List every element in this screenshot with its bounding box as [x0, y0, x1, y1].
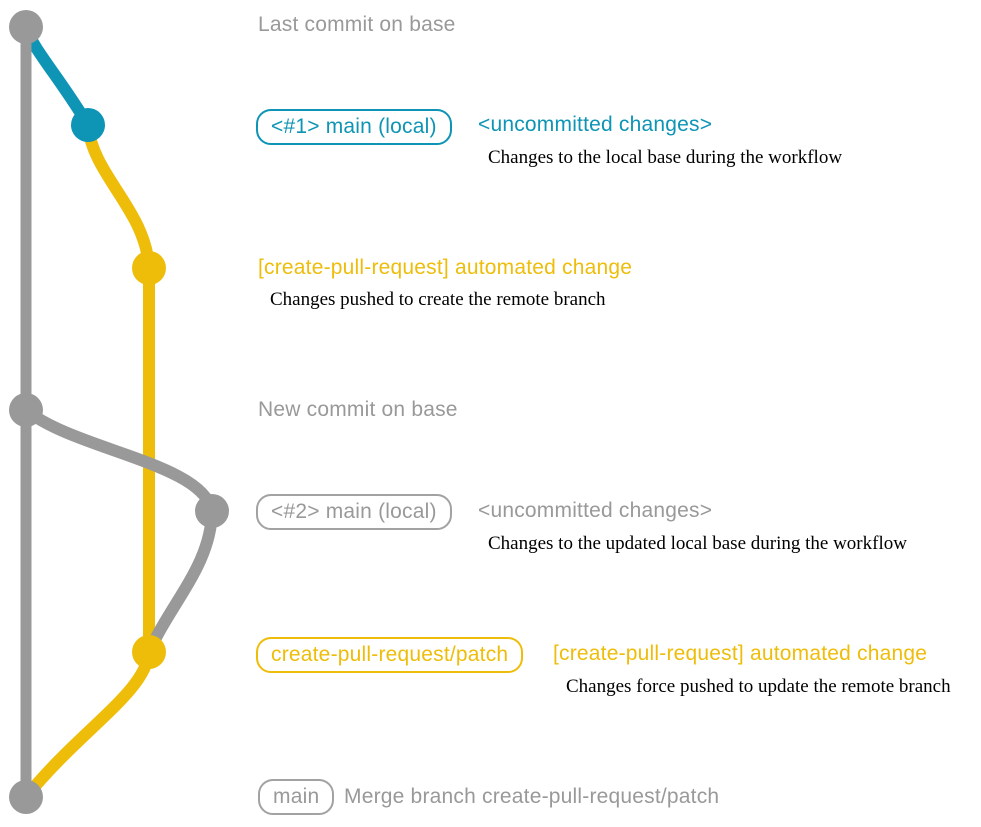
branch-curve-local-2 [20, 404, 218, 517]
commit-label-merge: Merge branch create-pull-request/patch [344, 785, 720, 808]
commit-label-new-base: New commit on base [258, 398, 458, 421]
commit-dot-automated-2 [132, 635, 166, 669]
commit-dot-uncommitted-2 [195, 494, 229, 528]
branch-tag-patch: create-pull-request/patch [256, 637, 524, 673]
branch-tag-main-local-2: <#2> main (local) [256, 494, 452, 530]
branch-tag-main: main [258, 779, 335, 815]
commit-dot-uncommitted-1 [71, 108, 105, 142]
commit-label-uncommitted-1: <uncommitted changes> [478, 113, 713, 136]
branch-curve-patch-update [143, 505, 218, 658]
commit-dot-new-base [9, 393, 43, 427]
commit-note-automated-2: Changes force pushed to update the remot… [566, 676, 951, 697]
commit-label-uncommitted-2: <uncommitted changes> [478, 499, 713, 522]
branch-curve-patch-create [82, 119, 155, 274]
branch-curve-local-1 [20, 21, 94, 131]
commit-note-uncommitted-1: Changes to the local base during the wor… [488, 147, 843, 168]
commit-dot-last-base [9, 10, 43, 44]
commit-label-last-base: Last commit on base [258, 13, 456, 36]
commit-dot-automated-1 [132, 251, 166, 285]
commit-note-automated-1: Changes pushed to create the remote bran… [270, 289, 606, 310]
commit-note-uncommitted-2: Changes to the updated local base during… [488, 533, 907, 554]
branch-tag-main-local-1: <#1> main (local) [256, 109, 452, 145]
commit-label-automated-1: [create-pull-request] automated change [258, 256, 633, 279]
branch-curve-merge [20, 646, 155, 803]
commit-label-automated-2: [create-pull-request] automated change [553, 642, 928, 665]
commit-dot-merge [9, 780, 43, 814]
